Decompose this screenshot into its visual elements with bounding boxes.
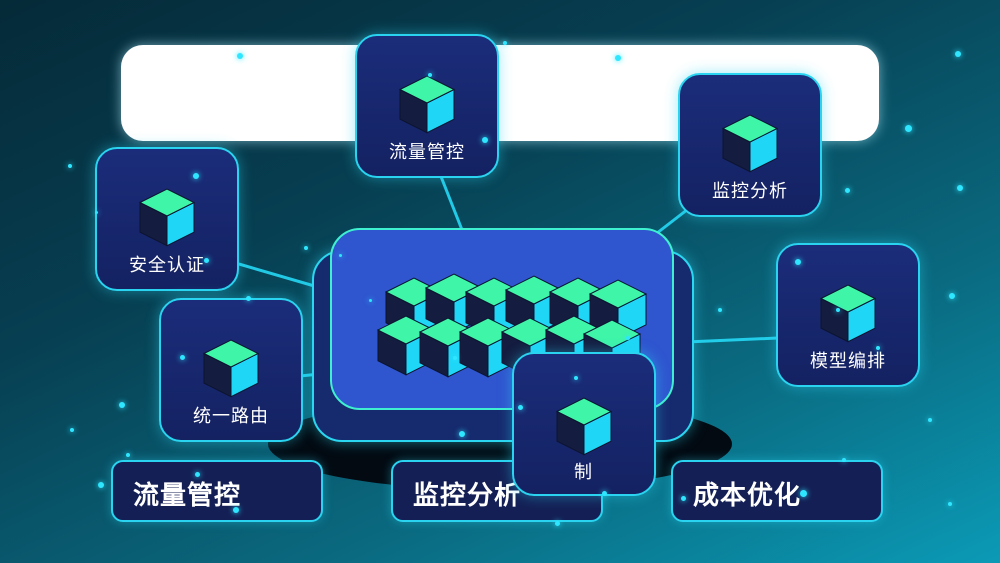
node-label: 监控分析: [712, 181, 788, 201]
particle-dot: [94, 210, 98, 214]
particle-dot: [626, 336, 630, 340]
particle-dot: [957, 185, 963, 191]
cube-icon: [819, 284, 877, 343]
particle-dot: [955, 51, 961, 57]
cube-icon: [398, 75, 456, 134]
particle-dot: [601, 490, 607, 496]
particle-dot: [126, 453, 130, 457]
particle-dot: [615, 55, 621, 61]
particle-dot: [574, 376, 578, 380]
particle-dot: [948, 502, 952, 506]
particle-dot: [904, 124, 912, 132]
feature-traffic-control: 流量管控: [111, 460, 323, 522]
particle-dot: [193, 173, 199, 179]
particle-dot: [194, 471, 200, 477]
feature-cost-optimization: 成本优化: [671, 460, 883, 522]
particle-dot: [836, 308, 840, 312]
node-label: 流量管控: [389, 142, 465, 162]
particle-dot: [70, 428, 74, 432]
cube-cluster-icon: [376, 273, 648, 380]
node-label: 统一路由: [193, 406, 269, 426]
node-model-orchestration[interactable]: 模型编排: [776, 243, 920, 387]
cube-icon: [721, 114, 779, 173]
feature-label: 监控分析: [413, 480, 522, 510]
particle-dot: [680, 495, 686, 501]
particle-dot: [928, 418, 932, 422]
node-label: 安全认证: [129, 255, 205, 275]
particle-dot: [453, 356, 457, 360]
particle-dot: [482, 137, 488, 143]
particle-dot: [503, 41, 507, 45]
particle-dot: [237, 53, 243, 59]
node-unified-routing[interactable]: 统一路由: [159, 298, 303, 442]
particle-dot: [245, 295, 251, 301]
feature-label: 成本优化: [693, 480, 802, 510]
particle-dot: [119, 402, 125, 408]
particle-dot: [368, 298, 372, 302]
particle-dot: [799, 489, 807, 497]
particle-dot: [428, 73, 432, 77]
particle-dot: [233, 507, 239, 513]
particle-dot: [179, 354, 185, 360]
particle-dot: [876, 346, 880, 350]
particle-dot: [949, 293, 955, 299]
cube-icon: [138, 188, 196, 247]
particle-dot: [844, 187, 850, 193]
particle-dot: [517, 404, 523, 410]
node-label: 制: [574, 462, 593, 482]
particle-dot: [795, 259, 801, 265]
particle-dot: [98, 482, 104, 488]
particle-dot: [68, 164, 72, 168]
particle-dot: [842, 458, 846, 462]
particle-dot: [338, 253, 342, 257]
particle-dot: [203, 257, 209, 263]
particle-dot: [554, 520, 560, 526]
node-label: 模型编排: [810, 351, 886, 371]
particle-dot: [304, 246, 308, 250]
feature-label: 流量管控: [133, 480, 242, 510]
particle-dot: [718, 308, 722, 312]
node-security-auth[interactable]: 安全认证: [95, 147, 239, 291]
cube-icon: [202, 339, 260, 398]
cube-icon: [555, 397, 613, 456]
particle-dot: [459, 431, 465, 437]
node-partial-control[interactable]: 制: [512, 352, 656, 496]
node-monitoring[interactable]: 监控分析: [678, 73, 822, 217]
node-traffic-control[interactable]: 流量管控: [355, 34, 499, 178]
